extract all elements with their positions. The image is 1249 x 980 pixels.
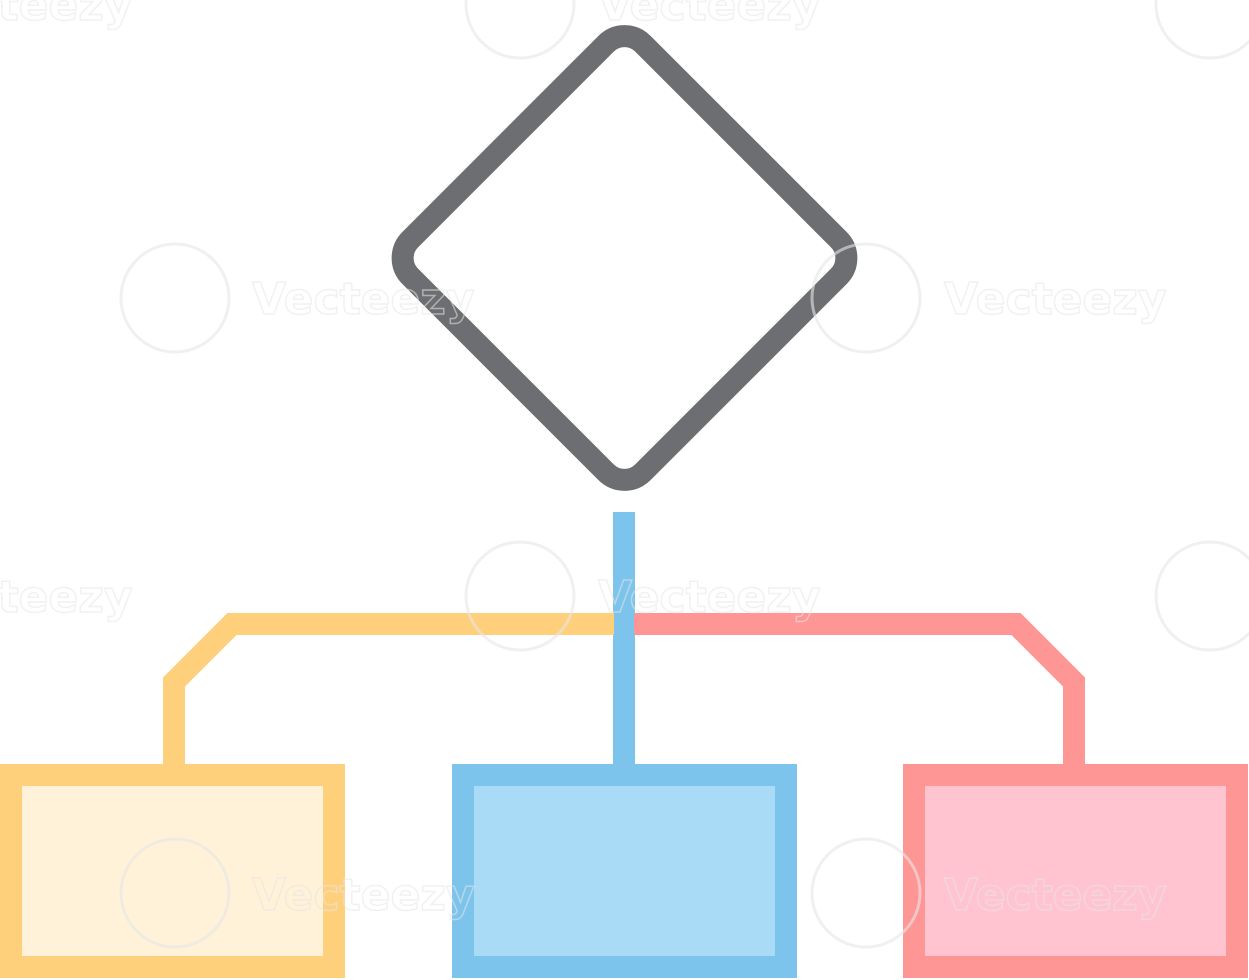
left-connector bbox=[163, 613, 614, 776]
watermark-text: Vecteezy bbox=[252, 870, 475, 921]
left-box bbox=[0, 764, 345, 978]
watermark-logo bbox=[464, 540, 576, 652]
watermark: Vecteezy Vecteezy Vecteezy Vecteezy Vect… bbox=[0, 0, 1249, 949]
right-connector bbox=[634, 613, 1085, 776]
watermark-text: Vecteezy bbox=[944, 870, 1167, 921]
watermark-text: Vecteezy bbox=[944, 274, 1167, 325]
watermark-text: Vecteezy bbox=[0, 0, 133, 31]
watermark-logo bbox=[119, 242, 231, 354]
center-box bbox=[452, 764, 797, 978]
decision-diamond bbox=[391, 25, 858, 491]
watermark-logo bbox=[119, 837, 231, 949]
decision-node bbox=[391, 25, 858, 491]
connectors bbox=[163, 512, 1085, 776]
watermark-text: Vecteezy bbox=[598, 572, 821, 623]
center-node bbox=[452, 764, 797, 978]
watermark-logo bbox=[810, 837, 922, 949]
left-node bbox=[0, 764, 345, 978]
watermark-logo bbox=[464, 0, 576, 60]
watermark-text: Vecteezy bbox=[598, 0, 821, 31]
watermark-logo bbox=[1154, 0, 1249, 60]
watermark-text: Vecteezy bbox=[0, 572, 133, 623]
watermark-text: Vecteezy bbox=[252, 274, 475, 325]
watermark-logo bbox=[1154, 540, 1249, 652]
watermark-logo bbox=[810, 242, 922, 354]
